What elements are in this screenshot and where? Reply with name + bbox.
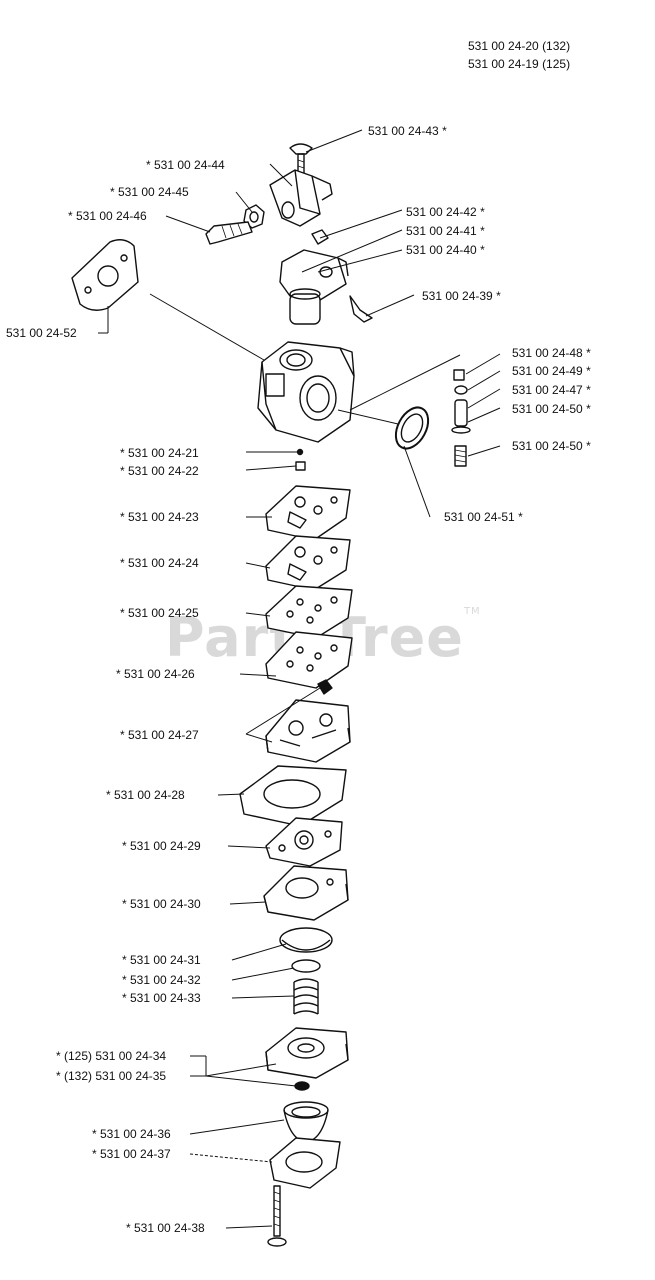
part-label-45: * 531 00 24-45 xyxy=(110,185,189,199)
plate-24-drawing xyxy=(265,535,351,591)
part-label-50b: 531 00 24-50 * xyxy=(512,439,591,453)
part-label-39: 531 00 24-39 * xyxy=(422,289,501,303)
part-label-38: * 531 00 24-38 xyxy=(126,1221,205,1235)
plate-25-drawing xyxy=(265,585,353,639)
part-label-44: * 531 00 24-44 xyxy=(146,158,225,172)
leader-27a xyxy=(245,733,273,743)
nut-45-drawing xyxy=(243,204,265,229)
part-label-52: 531 00 24-52 xyxy=(6,326,77,340)
diaphragm-31-drawing xyxy=(279,927,333,953)
part-label-49: 531 00 24-49 * xyxy=(512,364,591,378)
leader-35b xyxy=(205,1075,297,1087)
part-label-22: * 531 00 24-22 xyxy=(120,464,199,478)
leader-31 xyxy=(231,943,287,961)
leader-36 xyxy=(189,1119,285,1135)
cover-34-drawing xyxy=(265,1027,349,1079)
gasket-28-drawing xyxy=(239,765,347,827)
small-parts-21-22-drawing xyxy=(295,448,306,471)
leader-45 xyxy=(235,191,253,213)
leader-39 xyxy=(365,294,415,317)
leader-27b xyxy=(245,687,321,735)
part-label-41: 531 00 24-41 * xyxy=(406,224,485,238)
right-small-parts-drawing xyxy=(451,369,471,467)
part-label-25: * 531 00 24-25 xyxy=(120,606,199,620)
ring-51-drawing xyxy=(394,406,430,450)
part-35-drawing xyxy=(294,1081,310,1091)
part-label-26: * 531 00 24-26 xyxy=(116,667,195,681)
leader-46 xyxy=(165,215,211,233)
part-label-43: 531 00 24-43 * xyxy=(368,124,447,138)
leader-32 xyxy=(231,967,295,981)
plate-26-drawing xyxy=(265,631,353,689)
model-number-132: 531 00 24-20 (132) xyxy=(468,39,571,53)
centerline-right xyxy=(349,354,461,411)
part-label-50a: 531 00 24-50 * xyxy=(512,402,591,416)
part-label-28: * 531 00 24-28 xyxy=(106,788,185,802)
upper-valve-assembly-drawing xyxy=(279,249,349,325)
leader-51 xyxy=(403,445,431,518)
pump-body-27-drawing xyxy=(265,679,351,763)
leader-38 xyxy=(225,1225,273,1229)
part-label-40: 531 00 24-40 * xyxy=(406,243,485,257)
needle-46-drawing xyxy=(205,221,253,245)
part-label-31: * 531 00 24-31 xyxy=(122,953,201,967)
screw-38-drawing xyxy=(267,1185,287,1247)
leader-44 xyxy=(269,163,293,187)
leader-50b xyxy=(467,445,501,457)
spring-33-drawing xyxy=(293,978,319,1015)
part-label-47: 531 00 24-47 * xyxy=(512,383,591,397)
part-label-30: * 531 00 24-30 xyxy=(122,897,201,911)
leader-43 xyxy=(305,129,363,153)
leader-24 xyxy=(245,562,271,569)
part-label-33: * 531 00 24-33 xyxy=(122,991,201,1005)
lever-44-drawing xyxy=(269,169,333,227)
leader-22 xyxy=(245,465,297,471)
part-label-36: * 531 00 24-36 xyxy=(92,1127,171,1141)
leader-47 xyxy=(467,388,501,409)
leader-40 xyxy=(317,249,403,273)
part-label-23: * 531 00 24-23 xyxy=(120,510,199,524)
plate-23-drawing xyxy=(265,485,351,541)
leader-34c xyxy=(205,1063,277,1077)
part-label-24: * 531 00 24-24 xyxy=(120,556,199,570)
leader-33 xyxy=(231,995,295,999)
leader-28 xyxy=(217,793,245,796)
leader-25 xyxy=(245,612,271,617)
leader-30 xyxy=(229,901,267,905)
clip-39-drawing xyxy=(349,295,373,323)
cup-36-drawing xyxy=(283,1101,329,1143)
leader-49 xyxy=(467,370,501,391)
leader-26 xyxy=(239,673,277,677)
cover-30-drawing xyxy=(263,865,349,921)
gasket-37-drawing xyxy=(269,1137,341,1189)
part-label-37: * 531 00 24-37 xyxy=(92,1147,171,1161)
diaphragm-29-drawing xyxy=(265,817,343,867)
part-label-46: * 531 00 24-46 xyxy=(68,209,147,223)
leader-41 xyxy=(301,229,403,273)
leader-42 xyxy=(319,209,403,239)
part-label-48: 531 00 24-48 * xyxy=(512,346,591,360)
centerline-left xyxy=(149,293,265,361)
leader-29 xyxy=(227,845,271,849)
part-label-27: * 531 00 24-27 xyxy=(120,728,199,742)
part-label-32: * 531 00 24-32 xyxy=(122,973,201,987)
model-number-125: 531 00 24-19 (125) xyxy=(468,57,571,71)
leader-50a xyxy=(467,407,501,423)
part-label-34: * (125) 531 00 24-34 xyxy=(56,1049,167,1063)
washer-32-drawing xyxy=(291,959,321,973)
leader-37 xyxy=(189,1153,273,1163)
part-label-35: * (132) 531 00 24-35 xyxy=(56,1069,167,1083)
part-label-21: * 531 00 24-21 xyxy=(120,446,199,460)
leader-51-body xyxy=(337,409,399,425)
part-label-42: 531 00 24-42 * xyxy=(406,205,485,219)
carburetor-body-drawing xyxy=(257,341,355,443)
part-label-29: * 531 00 24-29 xyxy=(122,839,201,853)
gasket-52-drawing xyxy=(71,239,139,311)
part-label-51: 531 00 24-51 * xyxy=(444,510,523,524)
leader-48 xyxy=(465,353,501,375)
